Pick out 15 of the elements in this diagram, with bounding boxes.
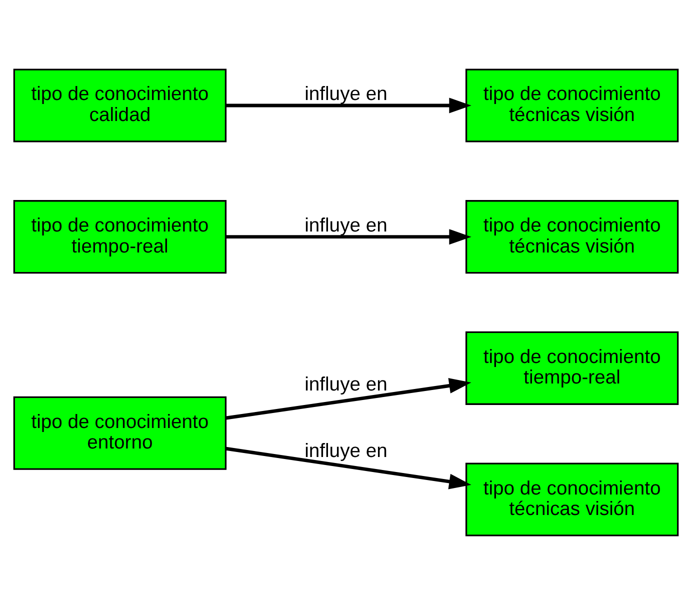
node-box: tipo de conocimiento técnicas visión	[465, 200, 679, 274]
edge-label: influye en	[304, 439, 388, 462]
edge-label: influye en	[304, 373, 388, 396]
node-box: tipo de conocimiento técnicas visión	[465, 462, 679, 536]
node-box: tipo de conocimiento técnicas visión	[465, 68, 679, 142]
edge-label: influye en	[304, 214, 388, 236]
arrow	[226, 97, 472, 113]
node-box: tipo de conocimiento tiempo-real	[13, 200, 227, 274]
arrow	[226, 378, 472, 420]
node-box: tipo de conocimiento calidad	[13, 68, 227, 142]
edge-label: influye en	[304, 82, 388, 105]
arrow	[226, 228, 472, 244]
arrow	[226, 446, 472, 489]
node-box: tipo de conocimiento entorno	[13, 396, 227, 470]
node-box: tipo de conocimiento tiempo-real	[465, 330, 679, 404]
